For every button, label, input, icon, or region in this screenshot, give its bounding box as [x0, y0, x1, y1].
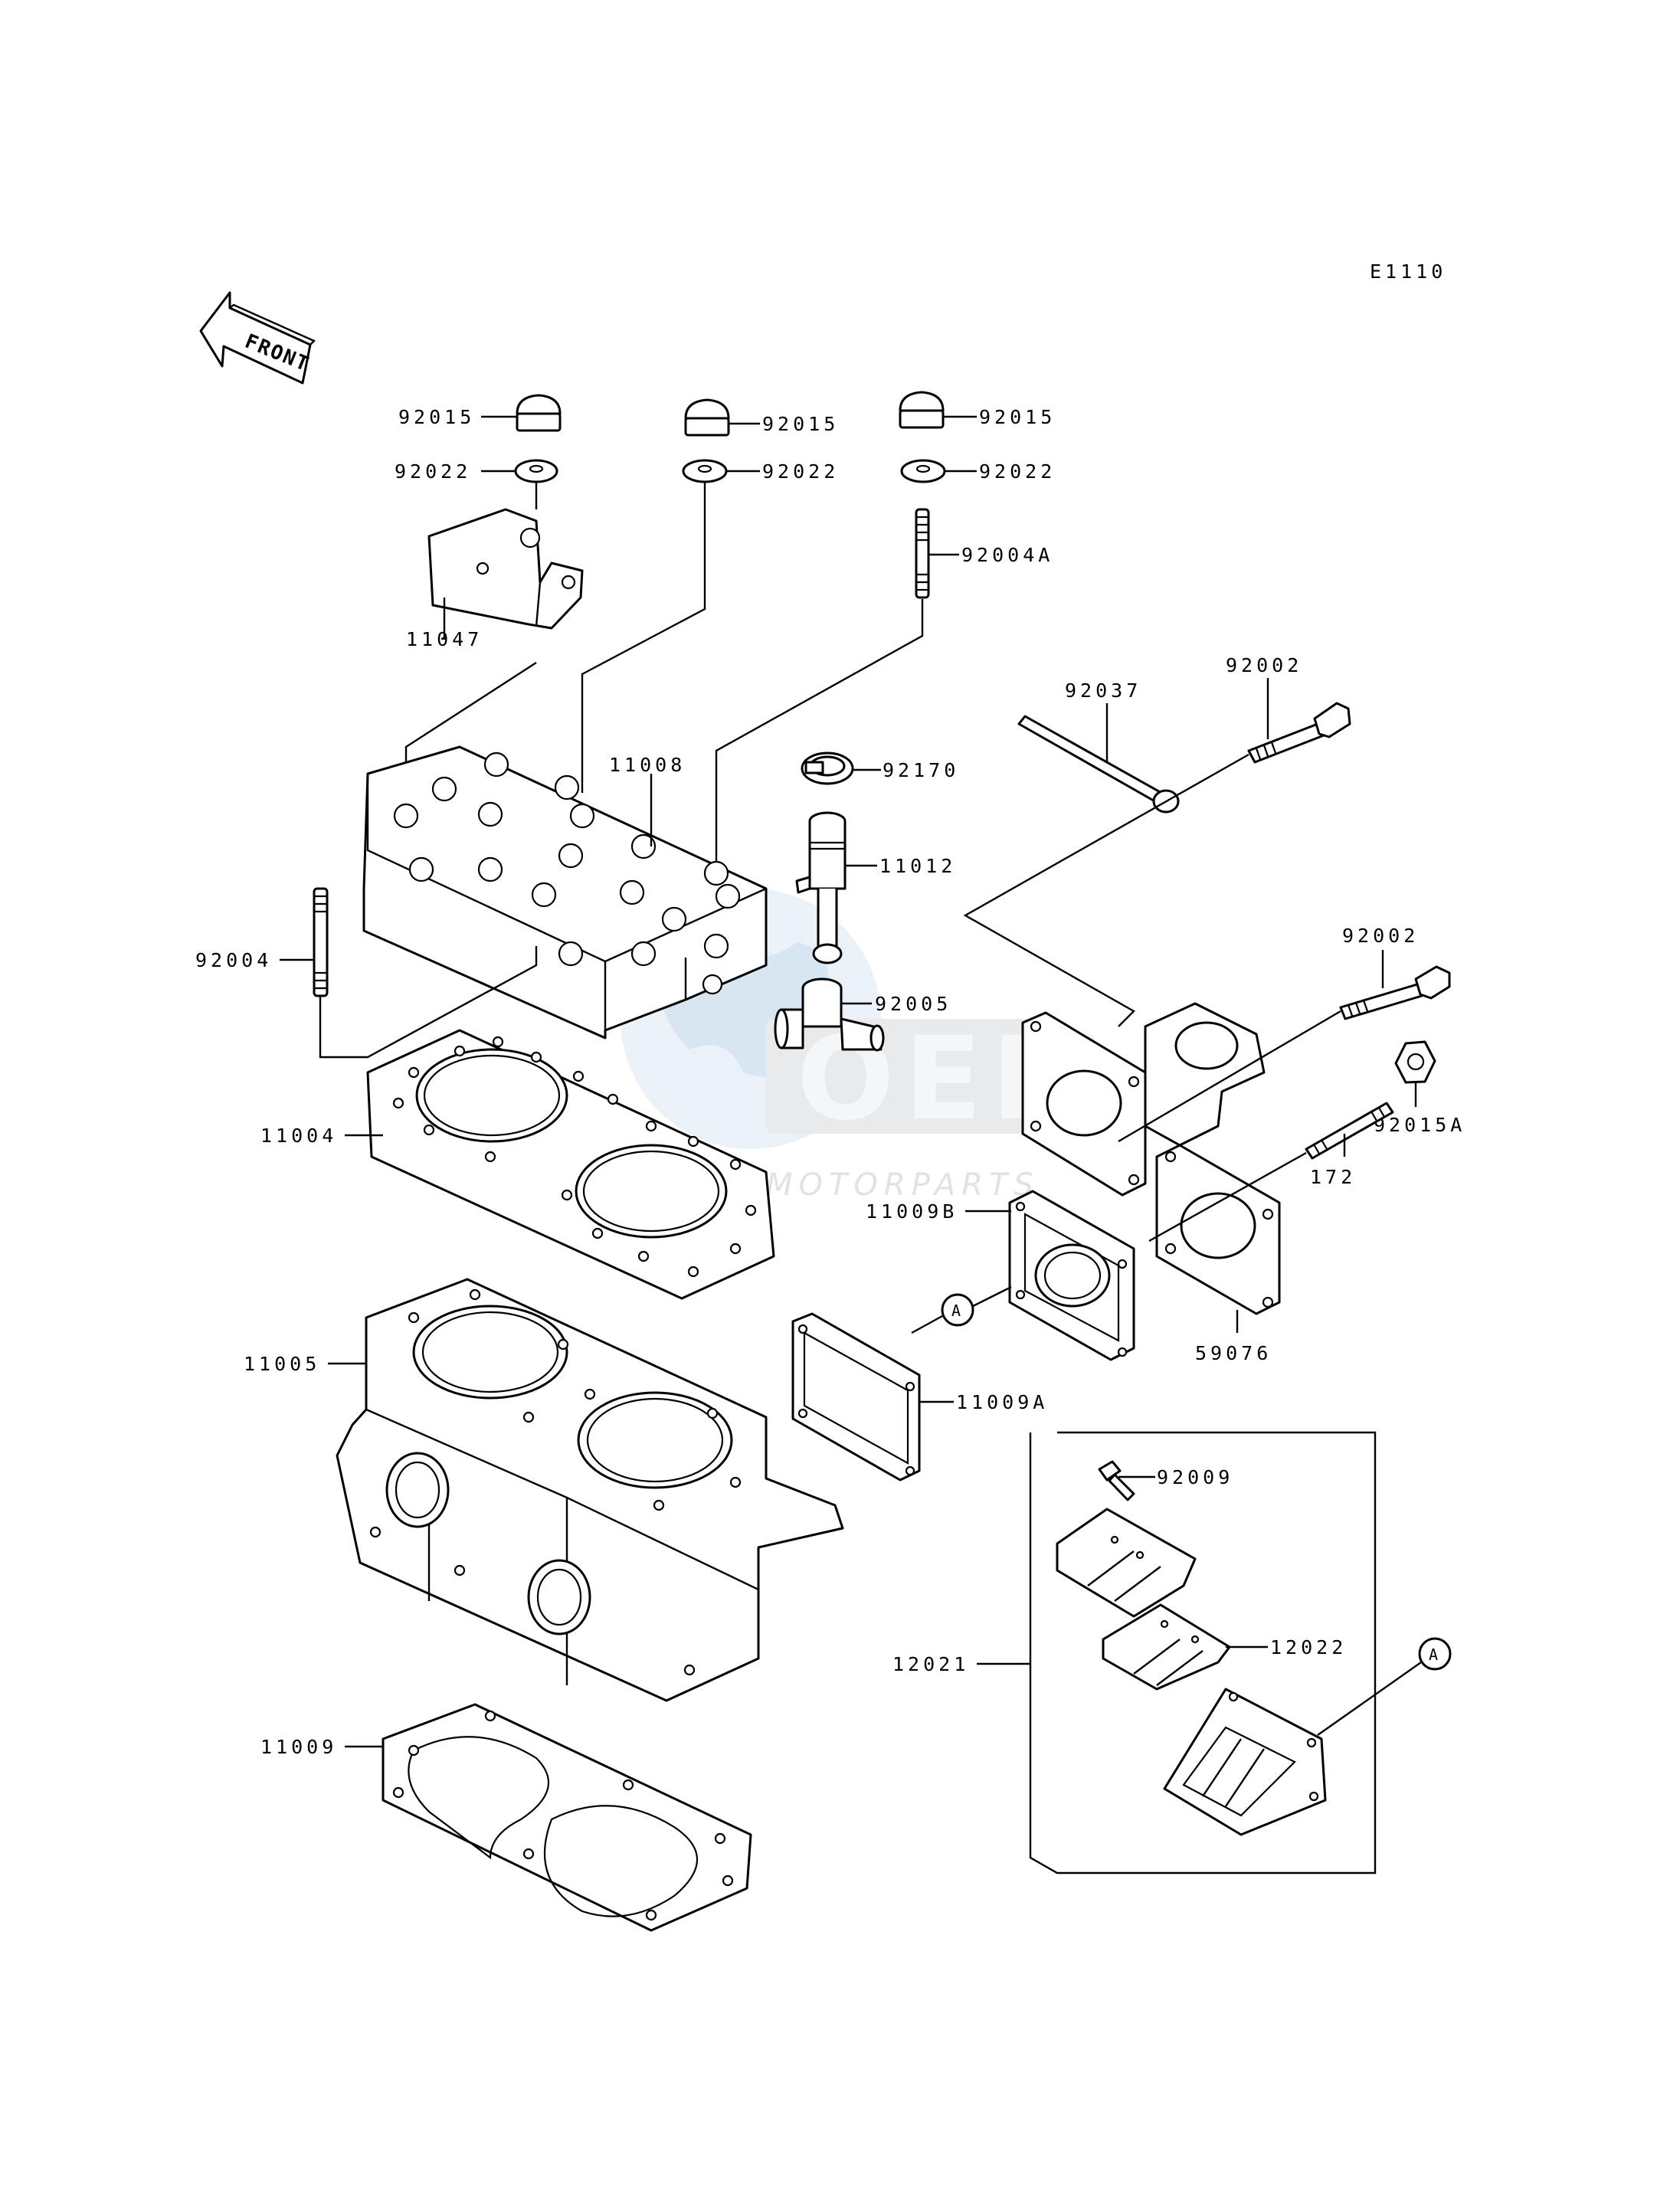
reed-stopper-icon	[1056, 1508, 1197, 1618]
label-92015: 92015	[979, 406, 1056, 428]
label-92004A: 92004A	[961, 544, 1053, 566]
label-11005: 11005	[244, 1353, 320, 1375]
gasket-icon	[1008, 1190, 1135, 1361]
label-11047: 11047	[406, 628, 483, 650]
reed-plate-icon	[1021, 1011, 1147, 1197]
bracket-icon	[427, 508, 584, 630]
label-11004: 11004	[260, 1125, 337, 1147]
base-gasket-icon	[382, 1703, 752, 1932]
leader-line	[319, 946, 538, 1059]
elbow-fitting-icon	[774, 977, 885, 1052]
label-92002: 92002	[1226, 654, 1302, 676]
leader-line	[972, 1285, 1012, 1308]
front-arrow-icon: FRONT	[199, 291, 316, 385]
cylinder-head-icon	[362, 745, 768, 1040]
label-59076: 59076	[1195, 1342, 1272, 1364]
screw-icon	[1098, 1460, 1135, 1501]
reference-a-marker: A	[1418, 1637, 1452, 1671]
hose-clamp-icon	[801, 751, 854, 785]
watermark-subtitle: MOTORPARTS	[766, 1167, 1040, 1203]
spacer-plate-icon	[1155, 1144, 1281, 1315]
reed-valve-group-frame	[1029, 1431, 1377, 1874]
stud-icon	[1305, 1102, 1394, 1160]
label-92002: 92002	[1342, 925, 1419, 947]
label-92037: 92037	[1065, 679, 1141, 702]
label-92015A: 92015A	[1374, 1114, 1465, 1136]
water-fitting-icon	[795, 811, 847, 964]
leader-line	[581, 483, 706, 793]
bolt-icon	[1339, 965, 1451, 1020]
label-11009B: 11009B	[866, 1200, 958, 1223]
reference-a-marker: A	[941, 1293, 974, 1327]
label-11008: 11008	[609, 754, 686, 776]
label-11009A: 11009A	[956, 1391, 1048, 1413]
label-92009: 92009	[1157, 1466, 1233, 1488]
hex-nut-icon	[1394, 1040, 1436, 1084]
svg-text:A: A	[1429, 1645, 1438, 1664]
washer-icon	[682, 459, 728, 483]
leader-line	[1118, 1010, 1341, 1143]
label-92170: 92170	[883, 759, 959, 781]
cap-nut-icon	[684, 398, 730, 437]
diagram-code: E1110	[1370, 260, 1446, 283]
label-92004: 92004	[195, 949, 272, 971]
rod-icon	[1017, 715, 1180, 814]
leader-line	[911, 1315, 943, 1334]
cap-nut-icon	[899, 391, 945, 429]
leader-line	[963, 753, 1249, 1027]
label-92005: 92005	[875, 993, 951, 1015]
stud-icon	[915, 508, 930, 599]
head-gasket-icon	[366, 1029, 775, 1300]
label-11012: 11012	[879, 855, 956, 877]
bolt-icon	[1247, 702, 1351, 764]
label-12021: 12021	[892, 1653, 969, 1675]
label-172: 172	[1310, 1166, 1356, 1188]
cylinder-block-icon	[336, 1278, 844, 1702]
cap-nut-icon	[516, 394, 562, 432]
label-12022: 12022	[1270, 1636, 1347, 1658]
label-92015: 92015	[398, 406, 475, 428]
leader-line	[1317, 1662, 1422, 1736]
intake-manifold-icon	[1118, 1002, 1266, 1165]
gasket-icon	[791, 1312, 921, 1482]
label-92022: 92022	[762, 460, 839, 483]
svg-text:A: A	[951, 1302, 961, 1320]
stud-icon	[313, 887, 329, 997]
label-11009: 11009	[260, 1736, 337, 1758]
label-92015: 92015	[762, 413, 839, 435]
label-92022: 92022	[395, 460, 471, 483]
reed-block-icon	[1163, 1688, 1327, 1836]
washer-icon	[900, 459, 946, 483]
washer-icon	[514, 459, 558, 483]
reed-petals-icon	[1102, 1603, 1231, 1691]
leader-line	[1148, 1151, 1307, 1243]
label-92022: 92022	[979, 460, 1056, 483]
leader-line	[715, 599, 924, 946]
